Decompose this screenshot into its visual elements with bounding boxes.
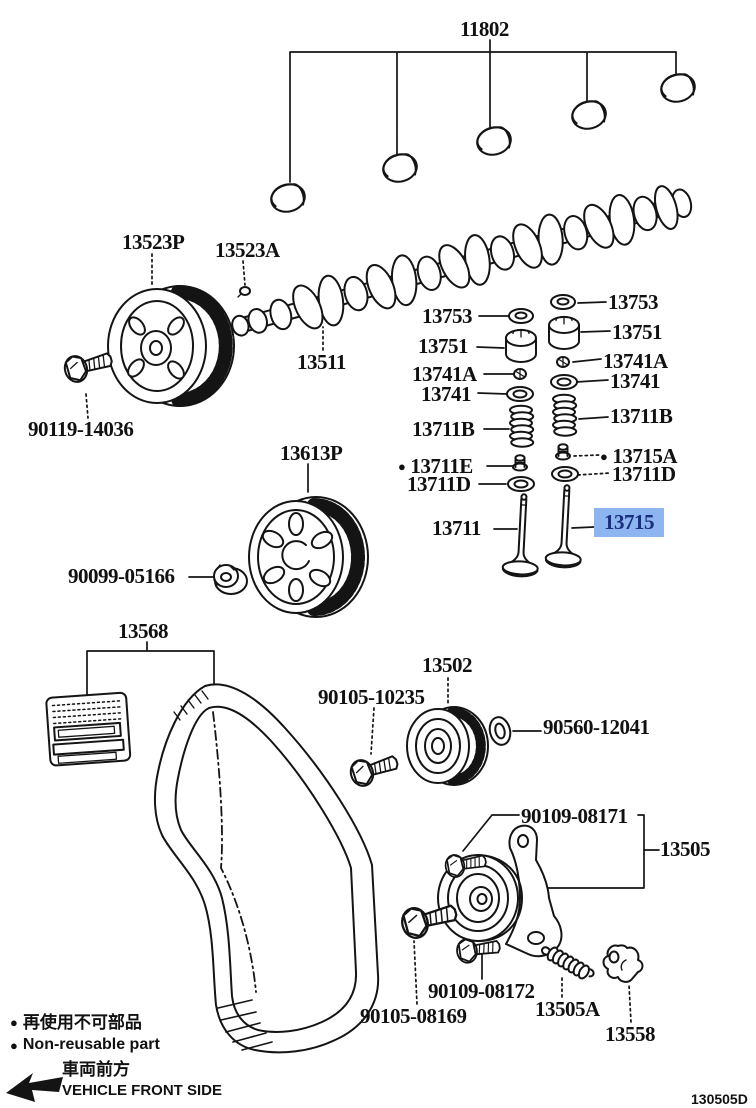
part-label-13751-exhaust[interactable]: 13751 (612, 320, 663, 344)
nonreusable-marker-icon: ● (10, 1037, 18, 1053)
legend-vehicle-front-en: VEHICLE FRONT SIDE (62, 1082, 223, 1099)
valvetrain-intake-art (501, 308, 543, 579)
legend-vehicle-front-jp: 車両前方 (62, 1060, 130, 1079)
part-label-13711E[interactable]: ●13711E (398, 454, 473, 478)
spring-bracket-art (602, 944, 644, 983)
cam-pulley-art (248, 496, 369, 618)
part-label-90119-14036[interactable]: 90119-14036 (28, 417, 134, 441)
leader-lines (85, 39, 677, 1023)
tensioner-spring-art (541, 946, 595, 980)
bearing-shells-art (267, 69, 699, 217)
part-label-13511[interactable]: 13511 (297, 350, 346, 374)
part-label-13523A[interactable]: 13523A (215, 238, 280, 262)
nonreusable-marker-icon: ● (398, 459, 406, 474)
cam-gear-bolt-art (60, 345, 116, 386)
part-label-13715A[interactable]: ●13715A (600, 444, 678, 468)
part-label-13505[interactable]: 13505 (660, 837, 711, 861)
part-label-13741A-intake[interactable]: 13741A (412, 362, 477, 386)
part-label-13741-exhaust[interactable]: 13741 (610, 369, 661, 393)
idler-pulley-art (406, 706, 489, 786)
nonreusable-marker-icon: ● (10, 1015, 18, 1030)
timing-belt-art (153, 683, 380, 1054)
vehicle-front-arrow (6, 1073, 63, 1102)
part-label-13753-exhaust[interactable]: 13753 (608, 290, 659, 314)
part-label-90105-10235[interactable]: 90105-10235 (318, 685, 425, 709)
part-label-13711B-exhaust[interactable]: 13711B (610, 404, 673, 428)
part-label-90105-08169[interactable]: 90105-08169 (360, 1004, 467, 1028)
pulley-nut-art (213, 564, 248, 595)
cam-gear-art (107, 285, 251, 407)
legend-nonreusable-jp: ●再使用不可部品 (10, 1013, 142, 1032)
part-label-90109-08171[interactable]: 90109-08171 (521, 804, 628, 828)
part-label-13523P[interactable]: 13523P (122, 230, 185, 254)
part-label-13502[interactable]: 13502 (422, 653, 473, 677)
part-label-13715-highlighted[interactable]: 13715 (594, 508, 664, 537)
belt-sticker-art (45, 691, 132, 767)
part-label-13741-intake[interactable]: 13741 (421, 382, 472, 406)
nonreusable-marker-icon: ● (600, 449, 608, 464)
part-label-13505A[interactable]: 13505A (535, 997, 600, 1021)
part-label-13753-intake[interactable]: 13753 (422, 304, 473, 328)
tensioner-art (437, 824, 563, 958)
part-label-90099-05166[interactable]: 90099-05166 (68, 564, 175, 588)
part-label-13711D-intake[interactable]: 13711D (407, 472, 471, 496)
part-label-13741A-exhaust[interactable]: 13741A (603, 349, 668, 373)
diagram-code: 130505D (691, 1091, 748, 1107)
camshaft-art (231, 185, 693, 337)
part-label-13711B-intake[interactable]: 13711B (412, 417, 475, 441)
idler-washer-art (488, 716, 512, 746)
part-label-13558[interactable]: 13558 (605, 1022, 656, 1046)
part-label-13711[interactable]: 13711 (432, 516, 481, 540)
legend-nonreusable-en: ●Non-reusable part (10, 1036, 160, 1053)
idler-bolt-art (346, 748, 402, 790)
part-label-13711D-exhaust[interactable]: 13711D (612, 462, 676, 486)
part-label-13613P[interactable]: 13613P (280, 441, 343, 465)
part-label-13751-intake[interactable]: 13751 (418, 334, 469, 358)
part-label-13568[interactable]: 13568 (118, 619, 169, 643)
part-label-90560-12041[interactable]: 90560-12041 (543, 715, 650, 739)
part-label-90109-08172[interactable]: 90109-08172 (428, 979, 535, 1003)
part-label-11802[interactable]: 11802 (460, 17, 509, 41)
